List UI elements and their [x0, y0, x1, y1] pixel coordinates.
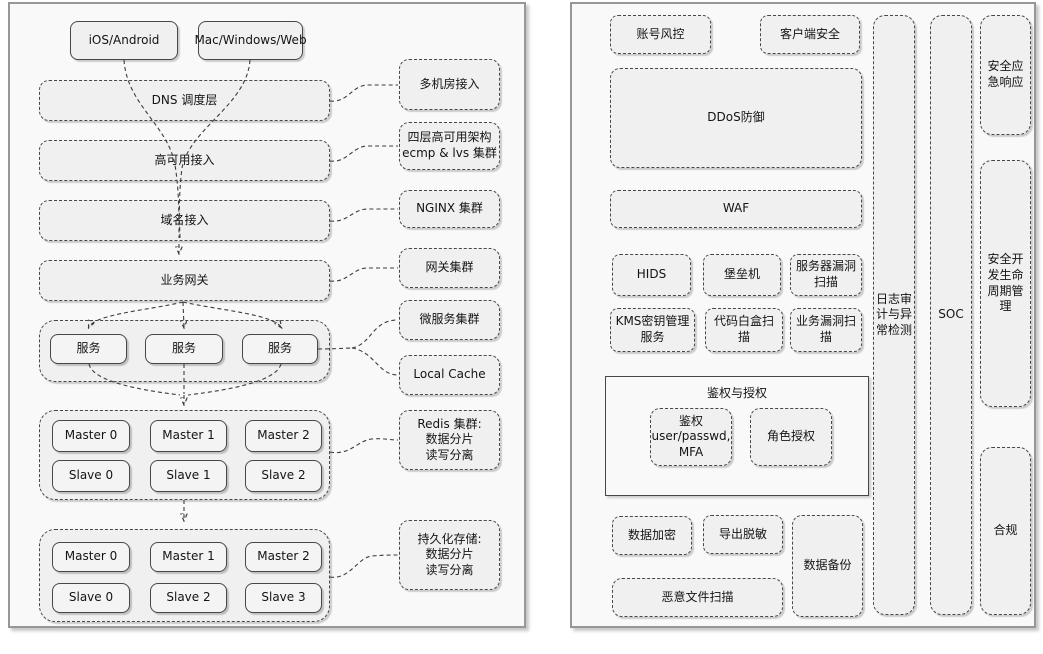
authn-authz-title: 鉴权与授权 — [706, 386, 767, 400]
node-role-authorization: 角色授权 — [750, 408, 832, 466]
node-authentication: 鉴权 user/passwd, MFA — [650, 408, 732, 466]
callout-microservice-cluster: 微服务集群 — [399, 300, 500, 340]
node-bastion-host: 堡垒机 — [703, 254, 781, 296]
callout-multi-idc-access: 多机房接入 — [399, 59, 500, 110]
bar-soc: SOC — [930, 15, 972, 615]
node-domain-access-layer: 域名接入 — [39, 200, 330, 241]
callout-nginx-cluster: NGINX 集群 — [399, 190, 500, 228]
callout-l4-ha-architecture: 四层高可用架构 ecmp & lvs 集群 — [399, 122, 500, 170]
bar-log-audit-anomaly-detection: 日志审 计与异 常检测 — [873, 15, 915, 615]
node-client-ios-android: iOS/Android — [70, 21, 178, 60]
node-data-backup: 数据备份 — [792, 515, 863, 617]
node-account-risk-control: 账号风控 — [610, 15, 711, 54]
node-server-vuln-scan: 服务器漏洞 扫描 — [790, 254, 862, 296]
node-storage-slave-0: Slave 0 — [52, 583, 130, 613]
node-redis-slave-2: Slave 2 — [245, 460, 322, 492]
node-redis-slave-0: Slave 0 — [52, 460, 130, 492]
node-export-masking: 导出脱敏 — [703, 515, 783, 554]
node-malware-file-scan: 恶意文件扫描 — [612, 578, 783, 617]
node-security-emergency-response: 安全应 急响应 — [980, 15, 1031, 135]
node-redis-slave-1: Slave 1 — [150, 460, 227, 492]
node-dns-layer: DNS 调度层 — [39, 80, 330, 121]
node-storage-master-2: Master 2 — [245, 542, 322, 572]
node-ha-access-layer: 高可用接入 — [39, 140, 330, 181]
node-client-security: 客户端安全 — [760, 15, 860, 54]
node-client-mac-windows-web: Mac/Windows/Web — [194, 21, 307, 60]
node-service-1: 服务 — [50, 334, 127, 364]
callout-redis-cluster: Redis 集群: 数据分片 读写分离 — [399, 410, 500, 470]
node-waf: WAF — [610, 190, 862, 228]
callout-persistent-storage: 持久化存储: 数据分片 读写分离 — [399, 520, 500, 590]
node-secure-development-lifecycle: 安全开 发生命 周期管 理 — [980, 160, 1031, 407]
node-business-vuln-scan: 业务漏洞扫 描 — [790, 308, 862, 352]
node-service-3: 服务 — [242, 334, 318, 364]
node-compliance: 合规 — [980, 447, 1031, 615]
callout-local-cache: Local Cache — [399, 355, 500, 395]
node-storage-master-1: Master 1 — [150, 542, 227, 572]
node-storage-master-0: Master 0 — [52, 542, 130, 572]
node-data-encryption: 数据加密 — [612, 516, 692, 555]
node-redis-master-0: Master 0 — [52, 420, 130, 452]
node-kms-key-management: KMS密钥管理 服务 — [610, 308, 695, 352]
node-service-2: 服务 — [145, 334, 223, 364]
node-storage-slave-1: Slave 2 — [150, 583, 227, 613]
callout-gateway-cluster: 网关集群 — [399, 248, 500, 288]
node-redis-master-2: Master 2 — [245, 420, 322, 452]
node-ddos-defense: DDoS防御 — [610, 68, 862, 168]
node-business-gateway-layer: 业务网关 — [39, 260, 330, 301]
node-redis-master-1: Master 1 — [150, 420, 227, 452]
node-hids: HIDS — [612, 254, 691, 296]
node-code-whitebox-scan: 代码白盒扫 描 — [705, 308, 783, 352]
node-storage-slave-2: Slave 3 — [245, 583, 322, 613]
